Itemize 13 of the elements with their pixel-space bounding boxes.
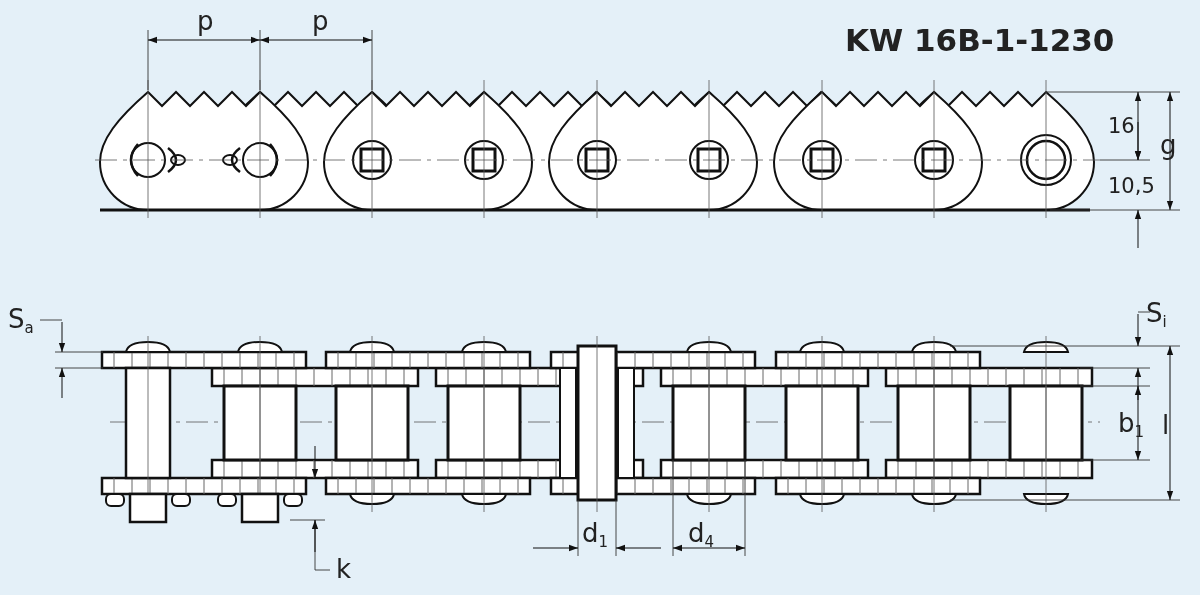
dimension-symbol: k [336, 556, 352, 582]
dimension-symbol: S$_{i}$ [1146, 300, 1167, 330]
dimension-symbol: b$_{1}$ [1118, 410, 1145, 440]
dimension-value: 10,5 [1108, 176, 1155, 197]
dimension-symbol: g [1160, 132, 1177, 158]
pitch-label: p [197, 8, 214, 34]
dimension-symbol: S$_{a}$ [8, 306, 34, 336]
drawing-title: KW 16B-1-1230 [845, 22, 1115, 58]
pitch-label: p [312, 8, 329, 34]
dimension-symbol: l [1162, 412, 1170, 438]
dimension-symbol: d$_{1}$ [582, 520, 609, 550]
dimension-symbol: d$_{4}$ [688, 520, 715, 550]
dimension-value: 16 [1108, 116, 1135, 137]
